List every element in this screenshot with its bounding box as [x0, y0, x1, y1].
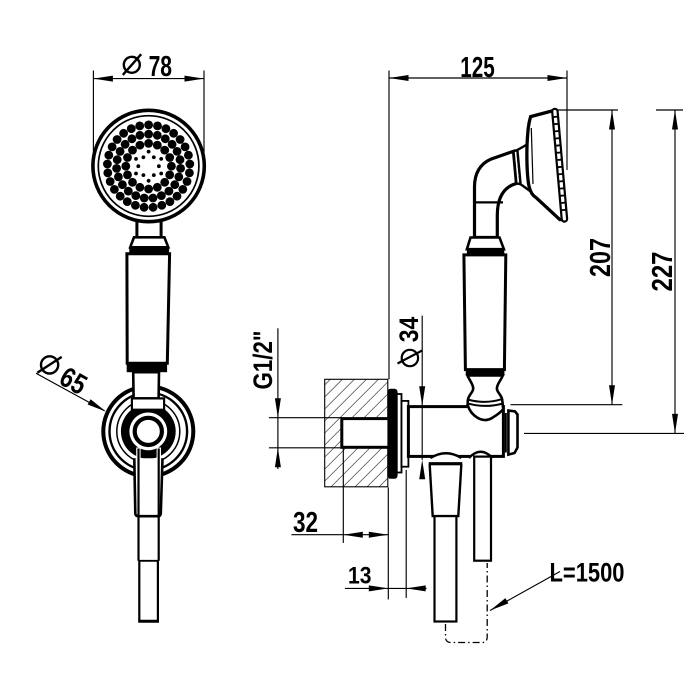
- svg-text:227: 227: [647, 252, 679, 292]
- svg-text:125: 125: [460, 52, 495, 84]
- svg-text:78: 78: [149, 51, 173, 83]
- svg-text:L=1500: L=1500: [550, 558, 625, 588]
- svg-text:13: 13: [348, 563, 372, 590]
- svg-text:G1/2": G1/2": [248, 331, 278, 390]
- svg-text:32: 32: [293, 507, 318, 539]
- svg-text:207: 207: [585, 238, 617, 277]
- svg-text:34: 34: [394, 317, 424, 343]
